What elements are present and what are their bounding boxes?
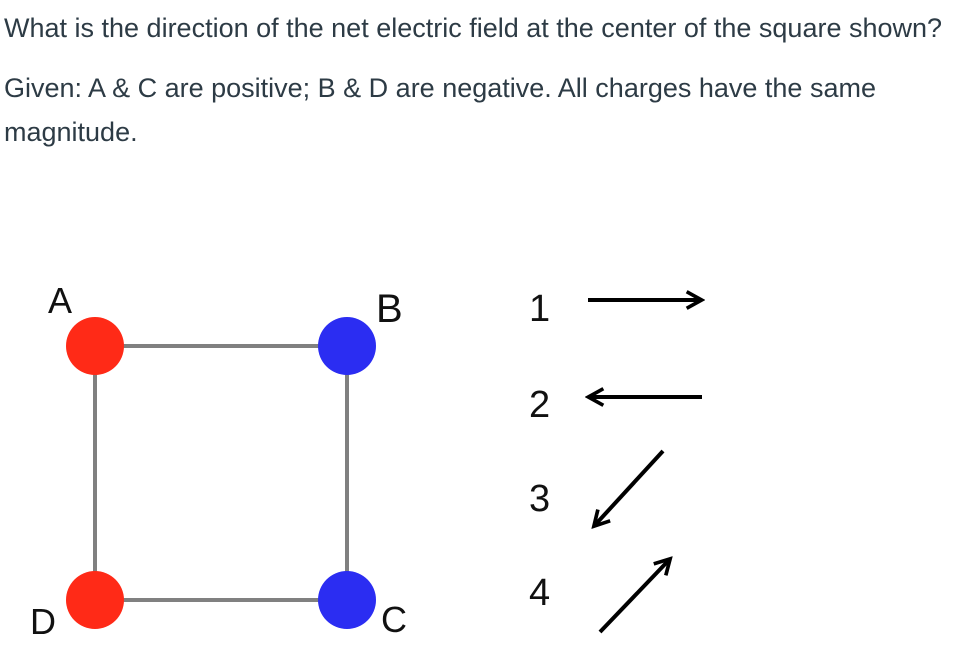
option-number-4: 4 [529, 572, 550, 614]
charge-c [318, 571, 376, 629]
option-number-3: 3 [529, 478, 550, 520]
charge-d [66, 571, 124, 629]
arrow-up-right-icon [598, 560, 669, 634]
charge-label-b: B [376, 287, 403, 331]
charge-square-figure: A B C D 1 2 3 4 [0, 260, 969, 657]
question-given: Given: A & C are positive; B & D are neg… [4, 73, 876, 147]
option-number-2: 2 [529, 384, 550, 426]
charge-labels: A B C D [30, 280, 407, 642]
square-edges [93, 344, 349, 602]
arrow-down-left-icon [595, 449, 665, 525]
charge-label-c: C [381, 599, 407, 640]
figure-svg: A B C D 1 2 3 4 [30, 280, 969, 642]
question-text: What is the direction of the net electri… [4, 6, 964, 154]
charge-b [318, 317, 376, 375]
answer-options: 1 2 3 4 [529, 288, 702, 634]
charge-label-a: A [48, 280, 72, 321]
option-number-1: 1 [529, 288, 550, 330]
charges [66, 317, 376, 629]
charge-a [66, 317, 124, 375]
charge-label-d: D [30, 601, 56, 642]
question-prompt: What is the direction of the net electri… [4, 13, 943, 43]
